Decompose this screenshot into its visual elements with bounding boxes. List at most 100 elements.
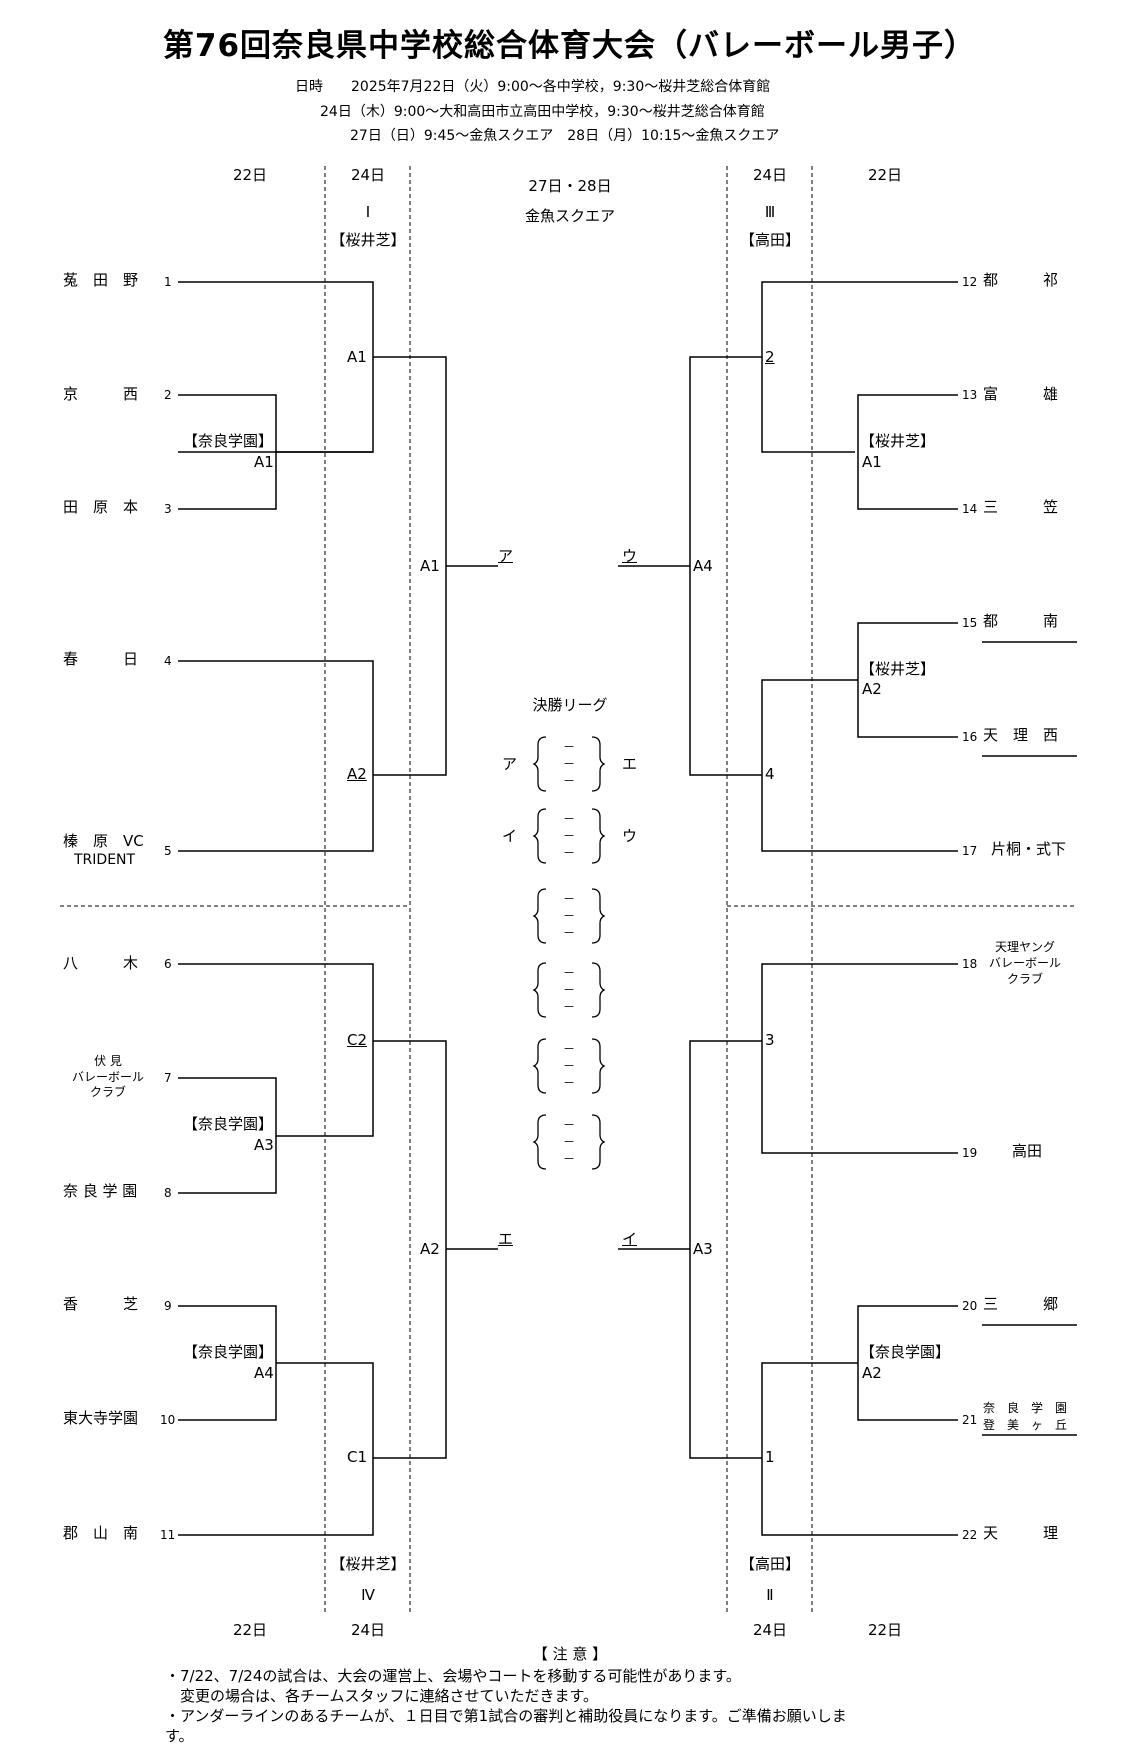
league-dash: － [563,909,576,923]
note-line-3: ・アンダーラインのあるチームが、１日目で第1試合の審判と補助役員になります。ご準… [165,1707,847,1725]
left-match-C1: C1 [347,1448,368,1466]
right-match-3: 3 [765,1031,775,1049]
league-row2-left: イ [502,827,518,845]
right-team-19: 高田 [1012,1142,1043,1160]
league-dash: － [563,1000,576,1014]
left-match-A1-semi: A1 [420,557,440,575]
left-team-4-num: 4 [164,654,172,668]
league-row1-right: エ [622,755,638,773]
left-team-11-num: 11 [160,1528,176,1542]
league-row2-right: ウ [622,827,638,845]
league-dash: － [563,812,576,826]
league-dash: － [563,1076,576,1090]
left-team-9: 香 芝 [63,1295,139,1313]
header-center-days: 27日・28日 [528,177,612,195]
right-match-20-21-venue: 【奈良学園】 [860,1343,951,1361]
header-left-24: 24日 [350,166,386,184]
left-match-2-3-venue: 【奈良学園】 [183,432,274,450]
final-league-title: 決勝リーグ [532,696,608,714]
note-line-2: 変更の場合は、各チームスタッフに連絡させていただきます。 [165,1687,599,1705]
right-team-12-num: 12 [962,275,978,289]
left-team-7-line2: バレーボール [71,1070,144,1084]
right-team-20: 三 郷 [983,1295,1059,1313]
league-dash: － [563,1135,576,1149]
league-dash: － [563,846,576,860]
block-IV-venue: 【桜井芝】 [330,1555,406,1573]
block-II-venue: 【高田】 [739,1555,800,1573]
notes-title: 【 注 意 】 [532,1645,608,1663]
league-row1-left: ア [502,755,518,773]
bottom-right-24: 24日 [752,1621,788,1639]
right-team-22-num: 22 [962,1528,978,1542]
final-slot-i: イ [622,1230,638,1248]
left-match-A2-upper: A2 [347,765,367,783]
league-dash: － [563,740,576,754]
league-dash: － [563,892,576,906]
note-line-1: ・7/22、7/24の試合は、大会の運営上、会場やコートを移動する可能性がありま… [165,1667,741,1685]
right-team-18-num: 18 [962,957,978,971]
left-team-6: 八 木 [63,954,139,972]
league-dash: － [563,1059,576,1073]
league-dash: － [563,926,576,940]
right-team-21-line2: 登 美 ヶ 丘 [983,1418,1068,1432]
left-team-5: 榛 原 VC [63,832,144,850]
page-title: 第76回奈良県中学校総合体育大会（バレーボール男子） [162,28,977,64]
left-match-A1-upper: A1 [347,348,367,366]
header-right-22: 22日 [867,166,903,184]
final-slot-a: ア [498,547,514,565]
right-team-14-num: 14 [962,502,978,516]
right-team-17: 片桐・式下 [991,840,1067,858]
left-team-5-line2: TRIDENT [74,852,136,868]
league-dash: － [563,829,576,843]
block-II-label: Ⅱ [766,1586,774,1604]
header-center-venue: 金魚スクエア [524,207,615,225]
left-team-2: 京 西 [63,385,139,403]
right-match-4: 4 [765,765,775,783]
note-line-4: す。 [165,1727,194,1745]
right-team-16-num: 16 [962,730,978,744]
left-team-10-num: 10 [160,1413,176,1427]
left-team-7-num: 7 [164,1071,172,1085]
bottom-left-24: 24日 [350,1621,386,1639]
right-team-21: 奈 良 学 園 [983,1401,1068,1415]
left-team-10: 東大寺学園 [63,1409,139,1427]
league-dash: － [563,983,576,997]
right-match-20-21-code: A2 [862,1364,882,1382]
right-team-17-num: 17 [962,844,978,858]
left-team-1: 菟 田 野 [63,271,139,289]
league-dash: － [563,1152,576,1166]
left-match-7-8-venue: 【奈良学園】 [183,1115,274,1133]
block-I-venue: 【桜井芝】 [330,231,406,249]
left-match-9-10-code: A4 [254,1364,274,1382]
right-team-12: 都 祁 [983,271,1059,289]
league-dash: － [563,966,576,980]
right-match-2: 2 [765,348,775,366]
right-team-18: 天理ヤング [994,940,1055,954]
right-team-14: 三 笠 [983,498,1059,516]
left-team-7: 伏 見 [94,1054,122,1068]
right-match-A3: A3 [693,1240,713,1258]
right-team-22: 天 理 [983,1524,1059,1542]
right-match-13-14-code: A1 [862,453,882,471]
bottom-left-22: 22日 [232,1621,268,1639]
left-team-5-num: 5 [164,844,172,858]
header-left-22: 22日 [232,166,268,184]
right-team-19-num: 19 [962,1146,978,1160]
left-team-9-num: 9 [164,1299,172,1313]
right-team-13: 富 雄 [983,385,1059,403]
right-match-A4: A4 [693,557,713,575]
block-IV-label: Ⅳ [361,1586,375,1604]
right-team-15: 都 南 [983,612,1059,630]
schedule-line-1: 日時 2025年7月22日（火）9:00～各中学校，9:30～桜井芝総合体育館 [295,79,771,95]
right-match-13-14-venue: 【桜井芝】 [860,432,936,450]
left-team-4: 春 日 [63,650,139,668]
left-match-A2-semi: A2 [420,1240,440,1258]
right-team-21-num: 21 [962,1413,978,1427]
final-slot-e: エ [498,1230,514,1248]
final-slot-u: ウ [622,547,638,565]
left-team-8-num: 8 [164,1186,172,1200]
schedule-line-3: 27日（日）9:45～金魚スクエア 28日（月）10:15～金魚スクエア [350,128,780,144]
header-right-24: 24日 [752,166,788,184]
left-team-1-num: 1 [164,275,172,289]
